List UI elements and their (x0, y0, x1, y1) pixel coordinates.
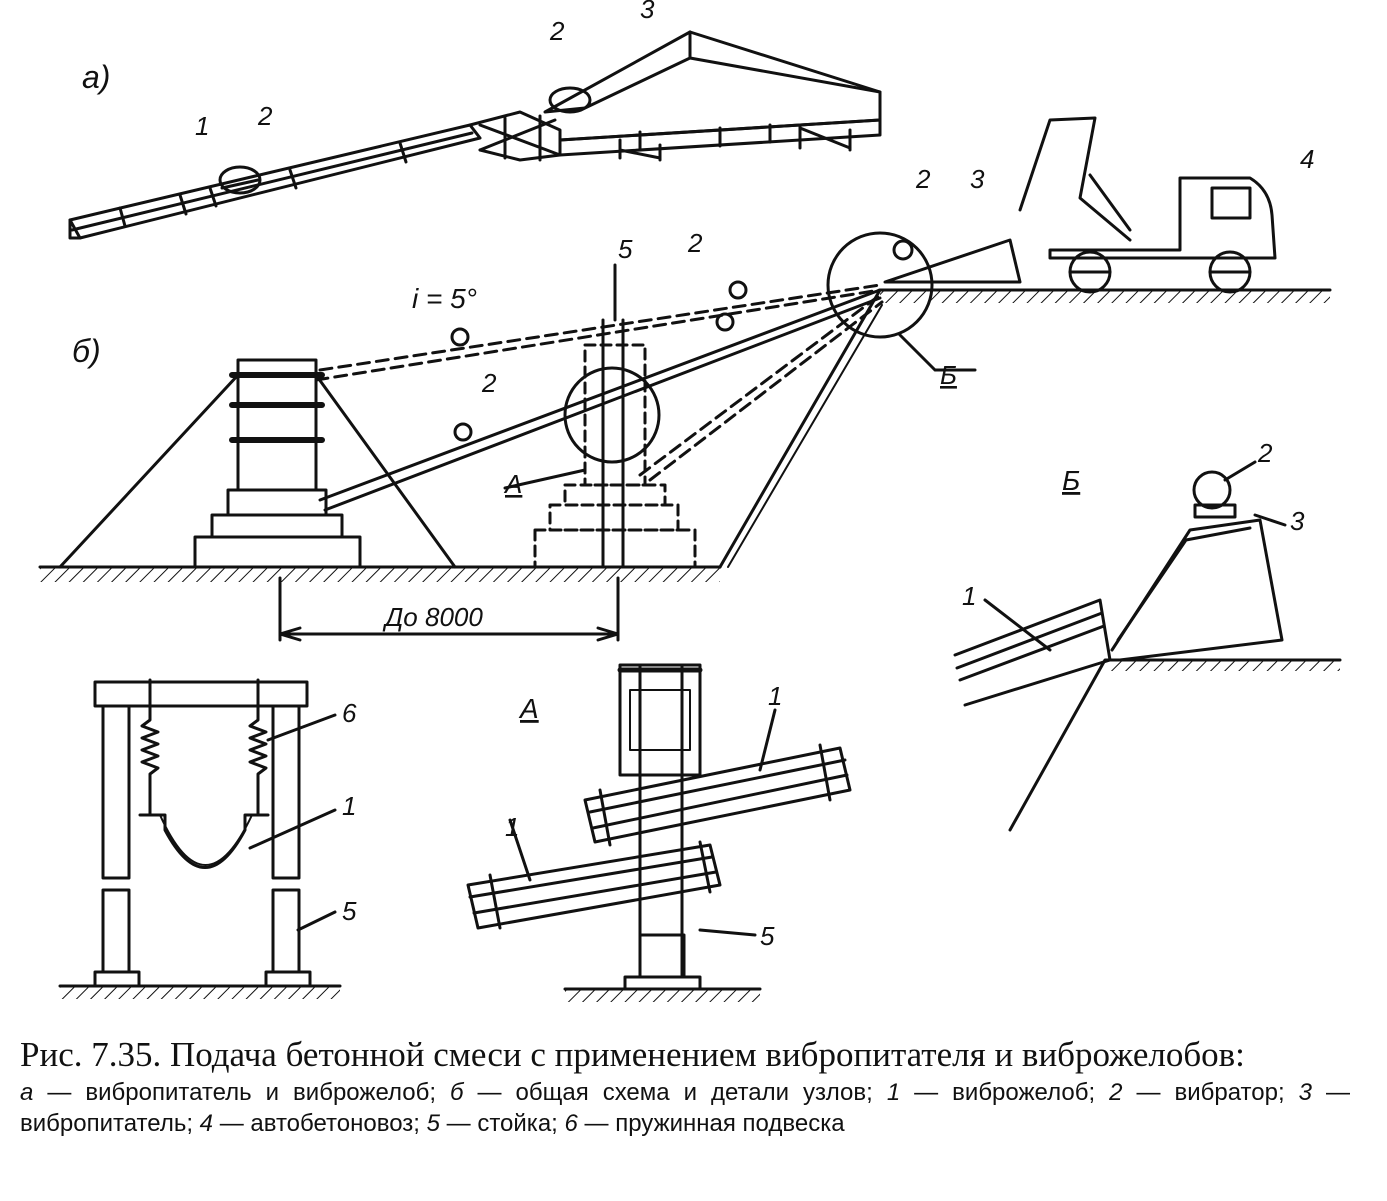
technical-drawing: а) б) i = 5° До 8000 А Б А Б 1 2 2 3 2 3… (38, 0, 1342, 1002)
panel-a-drawing (68, 30, 882, 240)
panel-b-drawing (38, 116, 1332, 642)
callout-4: 4 (1300, 144, 1314, 174)
legend-text: стойка; (477, 1110, 558, 1137)
callout-2: 2 (481, 368, 497, 398)
callout-2: 2 (687, 228, 703, 258)
legend-text: вибропитатель и виброжелоб; (85, 1079, 437, 1106)
callout-1: 1 (342, 791, 356, 821)
panel-a-label: а) (82, 59, 110, 95)
legend-text: пружинная подвеска (615, 1110, 845, 1137)
callout-2: 2 (1257, 438, 1273, 468)
detail-a-title: А (518, 693, 539, 724)
callout-6: 6 (342, 698, 357, 728)
legend-key: 4 (199, 1110, 214, 1137)
legend-key: а (20, 1079, 34, 1106)
detail-b-title: Б (1062, 465, 1080, 496)
callout-1: 1 (195, 111, 209, 141)
detail-b (953, 460, 1342, 832)
legend-key: б (450, 1079, 464, 1106)
callout-1: 1 (768, 681, 782, 711)
figure-caption: Рис. 7.35. Подача бетонной смеси с приме… (20, 1033, 1370, 1139)
legend-key: 1 (886, 1079, 901, 1106)
legend-text: автобетоновоз; (250, 1110, 420, 1137)
dimension-label: До 8000 (382, 602, 483, 632)
caption-title: Рис. 7.35. Подача бетонной смеси с приме… (20, 1035, 1245, 1074)
legend-key: 2 (1109, 1079, 1123, 1106)
callout-2: 2 (915, 164, 931, 194)
callout-1: 1 (962, 581, 976, 611)
detail-a-ref-label: А (503, 469, 522, 499)
legend-text: вибратор; (1174, 1079, 1285, 1106)
callout-2: 2 (549, 16, 565, 46)
callout-3: 3 (970, 164, 985, 194)
callout-5: 5 (342, 896, 357, 926)
callout-3: 3 (640, 0, 655, 24)
callout-1: 1 (505, 812, 519, 842)
legend-key: 3 (1298, 1079, 1312, 1106)
detail-spring-suspension (58, 678, 342, 999)
callout-5: 5 (760, 921, 775, 951)
callout-2: 2 (257, 101, 273, 131)
caption-legend: а — вибропитатель и виброжелоб; б — обща… (20, 1079, 1350, 1137)
detail-a (466, 663, 852, 1002)
slope-label: i = 5° (412, 283, 477, 314)
legend-text: вибропитатель; (20, 1110, 193, 1137)
legend-key: 5 (426, 1110, 440, 1137)
legend-text: виброжелоб; (952, 1079, 1096, 1106)
panel-b-label: б) (72, 333, 101, 369)
callout-3: 3 (1290, 506, 1305, 536)
callout-5: 5 (618, 234, 633, 264)
labels: а) б) i = 5° До 8000 А Б А Б 1 2 2 3 2 3… (72, 0, 1314, 951)
legend-text: общая схема и детали узлов; (515, 1079, 873, 1106)
detail-b-ref-label: Б (940, 360, 957, 390)
legend-key: 6 (564, 1110, 578, 1137)
